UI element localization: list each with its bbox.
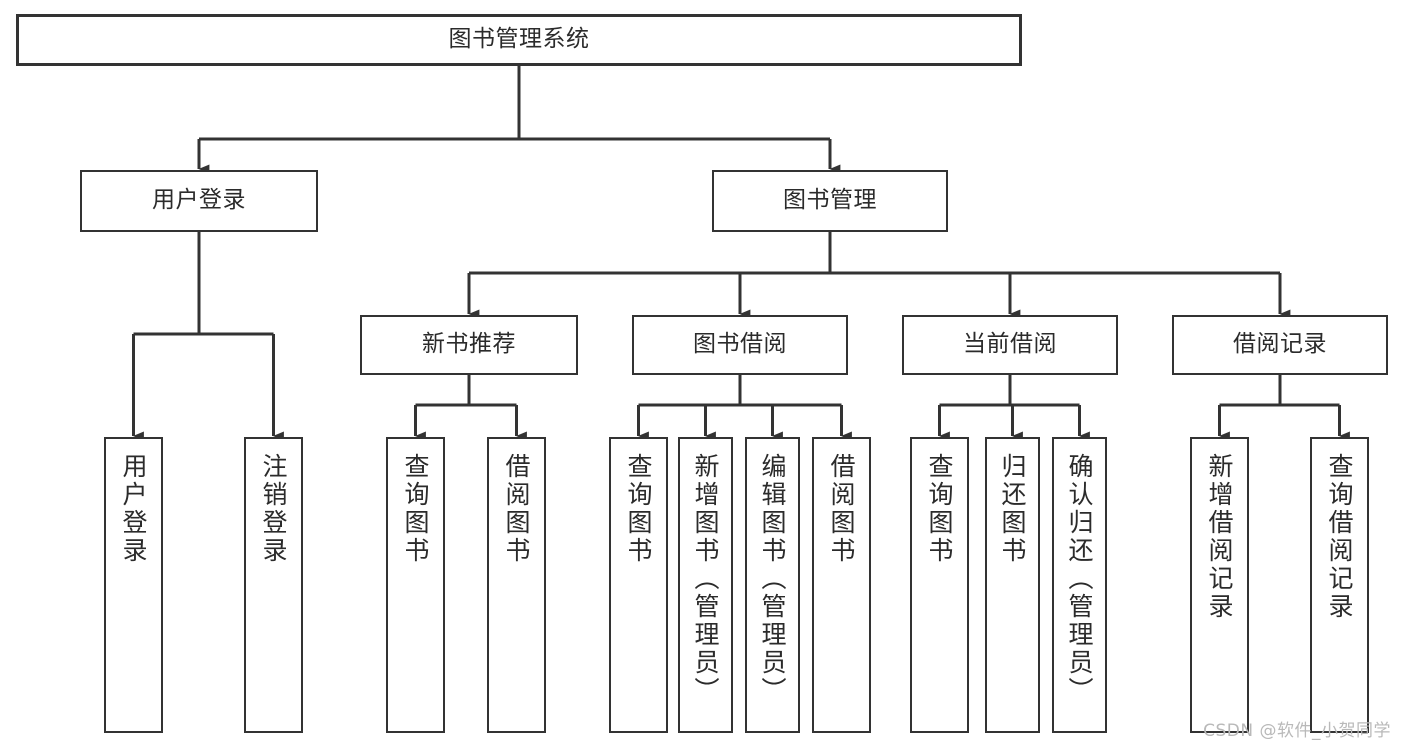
node-label: 确认归还（管理员）	[1065, 453, 1094, 705]
node-label: 查询图书	[925, 453, 954, 565]
node-new-book-rec[interactable]: 新书推荐	[360, 315, 578, 375]
node-label: 查询图书	[401, 453, 430, 565]
node-label: 借阅记录	[1233, 331, 1327, 358]
node-label: 新增借阅记录	[1205, 453, 1234, 621]
node-book-borrow[interactable]: 图书借阅	[632, 315, 848, 375]
watermark-label: CSDN @软件_小贺同学	[1203, 721, 1391, 741]
node-label: 借阅图书	[502, 453, 531, 565]
node-leaf-confirm-return[interactable]: 确认归还（管理员）	[1052, 437, 1107, 733]
node-label: 归还图书	[998, 453, 1027, 565]
node-leaf-query-book-3[interactable]: 查询图书	[910, 437, 969, 733]
node-label: 图书管理	[783, 187, 877, 214]
node-label: 用户登录	[119, 453, 148, 565]
node-leaf-add-book[interactable]: 新增图书（管理员）	[678, 437, 733, 733]
node-leaf-borrow-book-1[interactable]: 借阅图书	[487, 437, 546, 733]
node-label: 查询图书	[624, 453, 653, 565]
node-label: 查询借阅记录	[1325, 453, 1354, 621]
node-label: 图书管理系统	[448, 26, 590, 53]
node-root[interactable]: 图书管理系统	[16, 14, 1022, 66]
node-leaf-edit-book[interactable]: 编辑图书（管理员）	[745, 437, 800, 733]
node-label: 用户登录	[152, 187, 246, 214]
node-label: 编辑图书（管理员）	[758, 453, 787, 705]
node-leaf-query-book-1[interactable]: 查询图书	[386, 437, 445, 733]
node-label: 图书借阅	[693, 331, 787, 358]
node-leaf-borrow-book-2[interactable]: 借阅图书	[812, 437, 871, 733]
node-leaf-logout[interactable]: 注销登录	[244, 437, 303, 733]
node-user-login[interactable]: 用户登录	[80, 170, 318, 232]
node-leaf-query-book-2[interactable]: 查询图书	[609, 437, 668, 733]
node-leaf-return-book[interactable]: 归还图书	[985, 437, 1040, 733]
node-current-borrow[interactable]: 当前借阅	[902, 315, 1118, 375]
node-label: 借阅图书	[827, 453, 856, 565]
node-leaf-query-record[interactable]: 查询借阅记录	[1310, 437, 1369, 733]
node-label: 当前借阅	[963, 331, 1057, 358]
node-leaf-add-record[interactable]: 新增借阅记录	[1190, 437, 1249, 733]
node-label: 新书推荐	[422, 331, 516, 358]
node-label: 新增图书（管理员）	[691, 453, 720, 705]
node-borrow-record[interactable]: 借阅记录	[1172, 315, 1388, 375]
node-book-manage[interactable]: 图书管理	[712, 170, 948, 232]
node-label: 注销登录	[259, 453, 288, 565]
node-leaf-user-login[interactable]: 用户登录	[104, 437, 163, 733]
